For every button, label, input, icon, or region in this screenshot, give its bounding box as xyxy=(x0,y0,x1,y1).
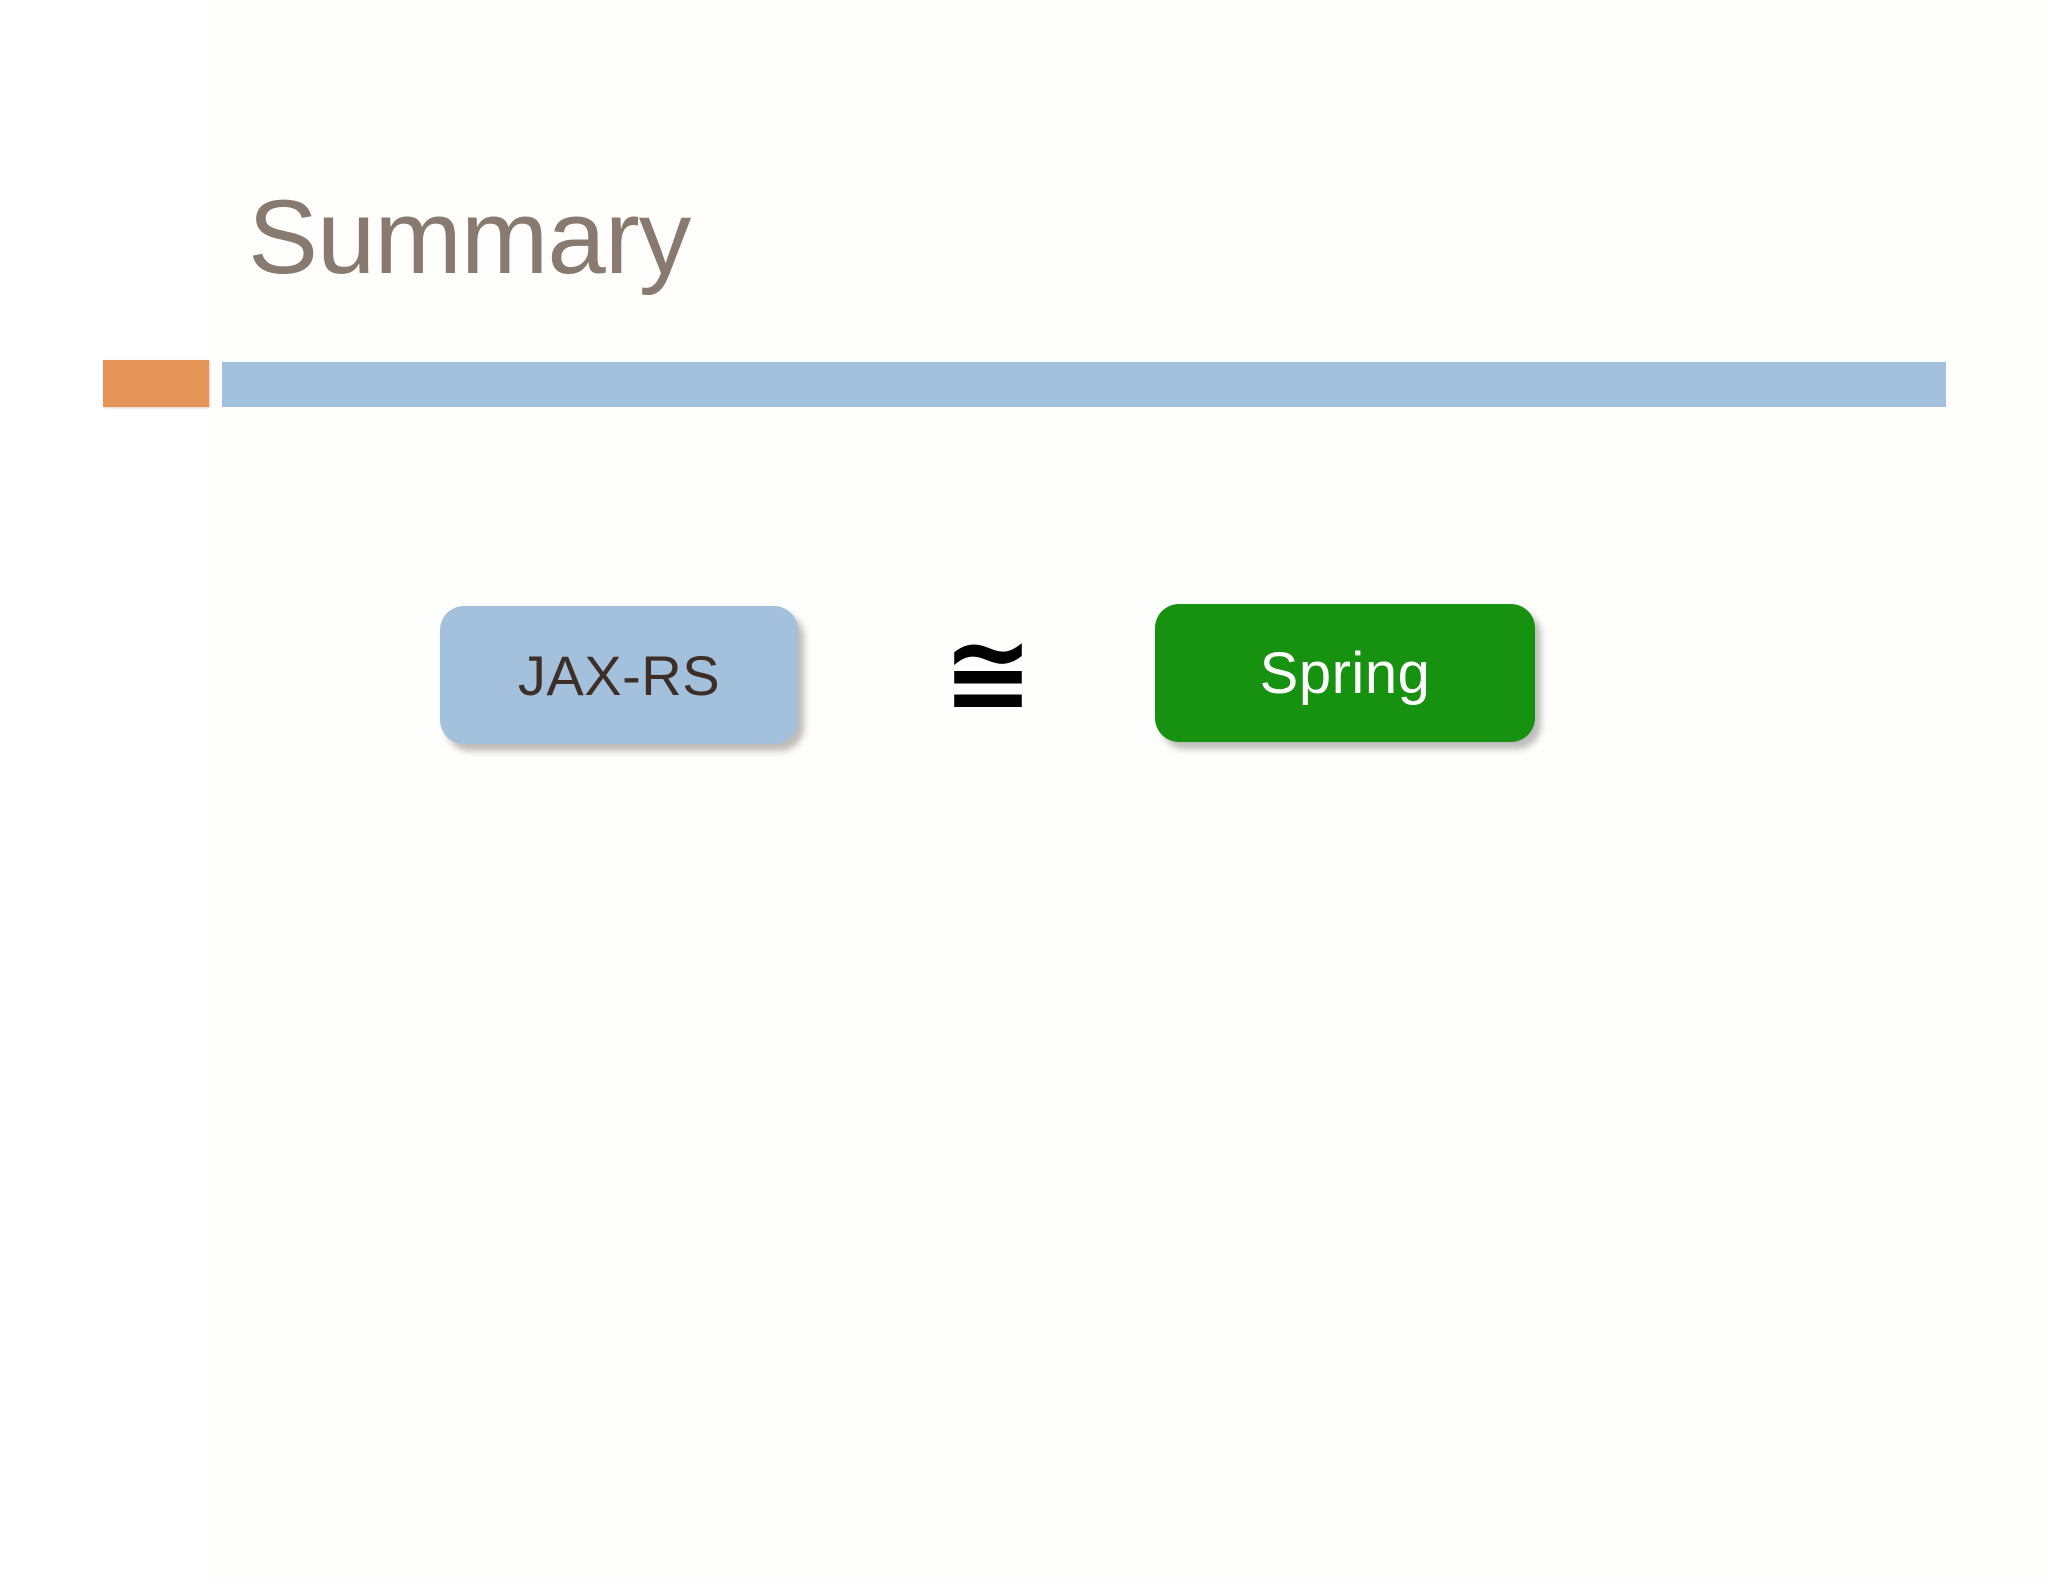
approximately-equal-icon: ≅ xyxy=(942,612,1034,737)
title-divider-bar xyxy=(222,362,1946,407)
diagram-box-spring[interactable]: Spring xyxy=(1155,604,1535,742)
slide-content-panel xyxy=(210,0,2048,1582)
title-accent-orange-block xyxy=(103,360,209,407)
diagram-box-jaxrs-label: JAX-RS xyxy=(517,643,721,707)
diagram-box-jaxrs[interactable]: JAX-RS xyxy=(440,606,798,744)
page-title: Summary xyxy=(248,179,691,296)
diagram-box-spring-label: Spring xyxy=(1259,640,1431,706)
